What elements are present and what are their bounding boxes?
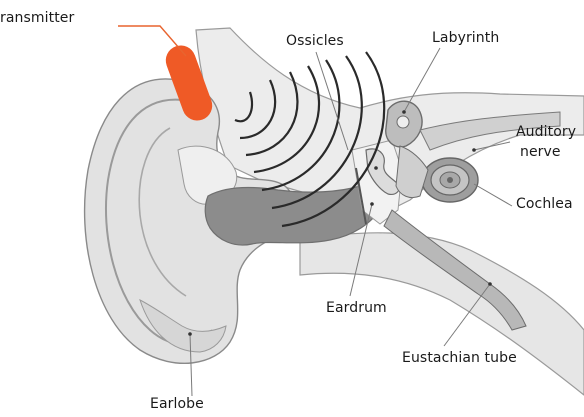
- label-transmitter: ransmitter: [0, 10, 74, 26]
- label-labyrinth: Labyrinth: [432, 30, 499, 46]
- label-auditory-nerve-line1: Auditory: [516, 124, 576, 140]
- label-earlobe: Earlobe: [150, 396, 204, 412]
- label-ossicles: Ossicles: [286, 33, 344, 49]
- label-cochlea: Cochlea: [516, 196, 573, 212]
- labyrinth-inner: [397, 116, 409, 128]
- cochlea-shape: [422, 158, 478, 202]
- label-eustachian-tube: Eustachian tube: [402, 350, 517, 366]
- label-auditory-nerve-line2: nerve: [520, 144, 561, 160]
- label-eardrum: Eardrum: [326, 300, 387, 316]
